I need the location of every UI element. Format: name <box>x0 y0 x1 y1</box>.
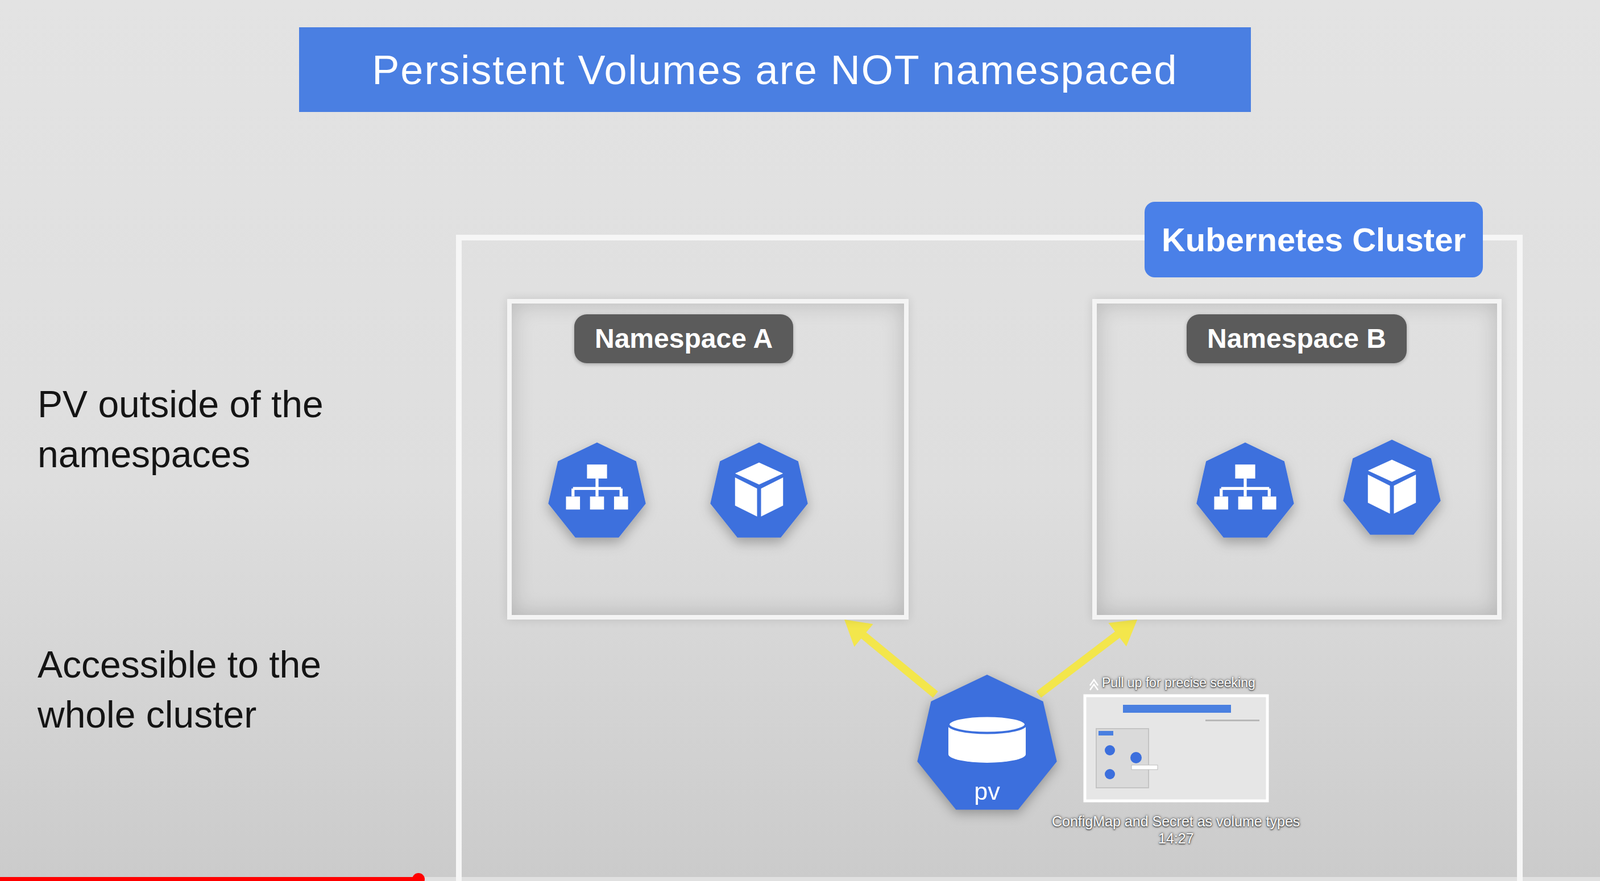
chapter-time: 14:27 <box>1158 830 1195 848</box>
progress-track <box>0 877 1600 881</box>
thumbnail-note <box>1131 765 1158 770</box>
icon-heptagon <box>1196 442 1294 538</box>
cluster-tab: Kubernetes Cluster <box>1144 201 1483 278</box>
thumbnail-frame <box>1084 695 1268 802</box>
icon-part <box>1262 496 1277 511</box>
icon-part <box>1394 474 1417 515</box>
pod-icon <box>710 442 808 538</box>
thumbnail-icon <box>1104 769 1115 780</box>
title-banner: Persistent Volumes are NOT namespaced <box>299 27 1251 113</box>
icon-part <box>573 478 621 497</box>
arrow-head <box>1108 619 1138 647</box>
side-note: PV outside of the namespaces <box>37 379 413 480</box>
thumbnail-bar <box>1122 705 1231 714</box>
icon-heptagon <box>1342 440 1441 536</box>
thumbnail-line <box>1205 719 1260 722</box>
arrow-head <box>844 619 873 648</box>
connector-line <box>861 633 936 695</box>
volume-node: pv <box>915 672 1059 815</box>
icon-part <box>1234 464 1255 479</box>
connector-arrow <box>844 619 936 695</box>
icon-part <box>590 496 605 511</box>
icon-part <box>1238 496 1253 511</box>
namespace-box: Namespace A <box>507 299 909 620</box>
icon-heptagon <box>548 442 646 538</box>
namespace-label: Namespace A <box>574 314 794 364</box>
icon-heptagon <box>710 442 808 538</box>
service-icon <box>1196 442 1294 538</box>
icon-part <box>565 496 580 511</box>
thumbnail-box <box>1096 728 1149 789</box>
thumbnail-icon <box>1104 745 1115 756</box>
cluster-box: Kubernetes ClusterNamespace ANamespace B… <box>456 234 1523 881</box>
thumbnail-tag <box>1098 731 1114 736</box>
icon-part <box>1368 474 1391 515</box>
icon-part <box>735 477 758 517</box>
namespace-label: Namespace B <box>1186 314 1407 364</box>
chapter-title: ConfigMap and Secret as volume types <box>1051 813 1300 831</box>
icon-part <box>1213 496 1229 511</box>
side-note: Accessible to the whole cluster <box>37 639 413 740</box>
volume-label: pv <box>915 777 1059 806</box>
icon-part <box>614 496 629 511</box>
icon-part <box>761 477 784 517</box>
namespace-box: Namespace B <box>1092 299 1502 620</box>
progress-played <box>0 877 419 881</box>
pod-icon <box>1342 440 1441 536</box>
thumbnail-icon <box>1130 752 1142 764</box>
service-icon <box>548 442 646 538</box>
icon-part <box>1221 478 1270 497</box>
chevron-icon <box>1089 680 1098 691</box>
cylinder-top <box>948 716 1026 734</box>
progress-knob <box>412 873 425 881</box>
title-text: Persistent Volumes are NOT namespaced <box>371 46 1178 94</box>
icon-part <box>586 464 607 479</box>
seek-hint: Pull up for precise seeking <box>1101 674 1256 691</box>
seek-thumbnail <box>1084 695 1268 802</box>
